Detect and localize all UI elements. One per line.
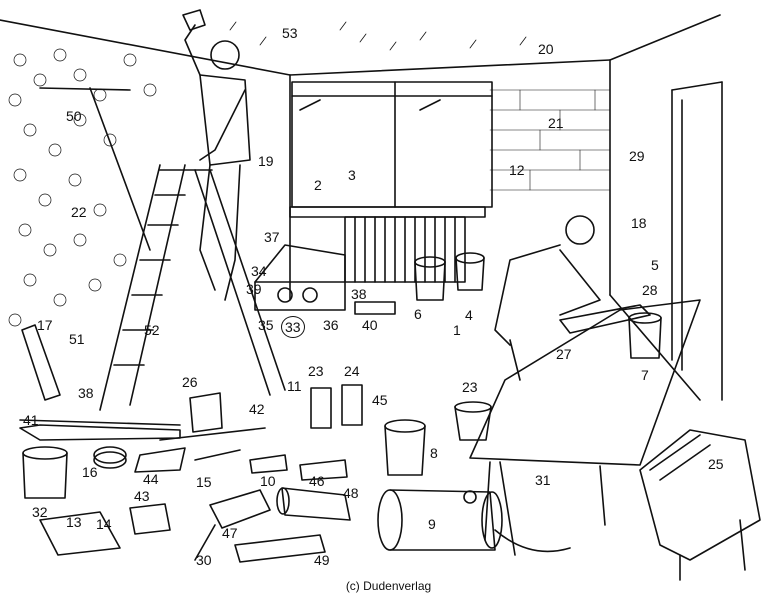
label-43: 43 — [134, 488, 150, 504]
label-51: 51 — [69, 331, 85, 347]
bowl-23 — [454, 401, 492, 441]
label-21: 21 — [548, 115, 564, 131]
label-39: 39 — [246, 281, 262, 297]
label-26: 26 — [182, 374, 198, 390]
boxes-23-24 — [310, 384, 363, 429]
stepladder — [99, 164, 286, 411]
label-41: 41 — [23, 412, 39, 428]
doorway — [671, 81, 723, 401]
label-22: 22 — [71, 204, 87, 220]
ceiling-hatching — [229, 21, 527, 51]
compressor — [377, 489, 571, 553]
room-outline — [0, 14, 721, 401]
label-38: 38 — [351, 286, 367, 302]
label-4: 4 — [465, 307, 473, 323]
label-23-bowl: 23 — [462, 379, 478, 395]
paint-bucket-32 — [22, 446, 68, 499]
floor-tools — [19, 419, 348, 563]
label-28: 28 — [642, 282, 658, 298]
label-30: 30 — [196, 552, 212, 568]
wallpaper-roll-48 — [276, 487, 351, 521]
label-32: 32 — [32, 504, 48, 520]
label-53: 53 — [282, 25, 298, 41]
label-14: 14 — [96, 516, 112, 532]
man-at-table — [494, 215, 601, 381]
label-13: 13 — [66, 514, 82, 530]
paint-bucket-4 — [455, 252, 485, 291]
window — [291, 81, 493, 208]
label-47: 47 — [222, 525, 238, 541]
label-24: 24 — [344, 363, 360, 379]
plumb-line — [39, 87, 151, 251]
label-52: 52 — [144, 322, 160, 338]
label-3: 3 — [348, 167, 356, 183]
tape-roll-16 — [93, 446, 127, 469]
brick-wall-texture — [489, 89, 611, 191]
label-8: 8 — [430, 445, 438, 461]
label-31: 31 — [535, 472, 551, 488]
label-20: 20 — [538, 41, 554, 57]
wallpaper-pattern — [8, 48, 157, 327]
label-1: 1 — [453, 322, 461, 338]
label-48: 48 — [343, 485, 359, 501]
label-9: 9 — [428, 516, 436, 532]
label-49: 49 — [314, 552, 330, 568]
label-45: 45 — [372, 392, 388, 408]
label-23: 23 — [308, 363, 324, 379]
label-50: 50 — [66, 108, 82, 124]
label-38-roller: 38 — [78, 385, 94, 401]
paint-bucket-7 — [628, 312, 662, 359]
label-27: 27 — [556, 346, 572, 362]
tool-case — [254, 244, 346, 311]
label-2: 2 — [314, 177, 322, 193]
label-7: 7 — [641, 367, 649, 383]
roll-17 — [21, 324, 61, 401]
label-46: 46 — [309, 473, 325, 489]
label-6: 6 — [414, 306, 422, 322]
steam-bucket — [384, 419, 426, 476]
label-16: 16 — [82, 464, 98, 480]
label-36: 36 — [323, 317, 339, 333]
label-11: 11 — [287, 378, 302, 394]
label-35: 35 — [258, 317, 274, 333]
label-12: 12 — [509, 162, 525, 178]
label-17: 17 — [37, 317, 53, 333]
carton-26 — [189, 392, 223, 433]
wallpaper-strip — [559, 304, 651, 334]
label-15: 15 — [196, 474, 212, 490]
paint-roller-47 — [194, 489, 271, 561]
pasting-table — [469, 299, 701, 556]
paint-bucket-6 — [414, 256, 446, 301]
radiator — [289, 206, 486, 283]
label-25: 25 — [708, 456, 724, 472]
label-5: 5 — [651, 257, 659, 273]
pasting-brush — [354, 301, 396, 315]
label-37: 37 — [264, 229, 280, 245]
label-29: 29 — [629, 148, 645, 164]
label-10: 10 — [260, 473, 276, 489]
label-44: 44 — [143, 471, 159, 487]
man-on-ladder — [182, 9, 251, 301]
label-42: 42 — [249, 401, 265, 417]
label-40: 40 — [362, 317, 378, 333]
label-33: 33 — [281, 316, 305, 338]
wallpaper-trimming-machine — [639, 429, 761, 581]
label-18: 18 — [631, 215, 647, 231]
label-34: 34 — [251, 263, 267, 279]
label-19: 19 — [258, 153, 274, 169]
copyright-notice: (c) Dudenverlag — [345, 579, 432, 593]
